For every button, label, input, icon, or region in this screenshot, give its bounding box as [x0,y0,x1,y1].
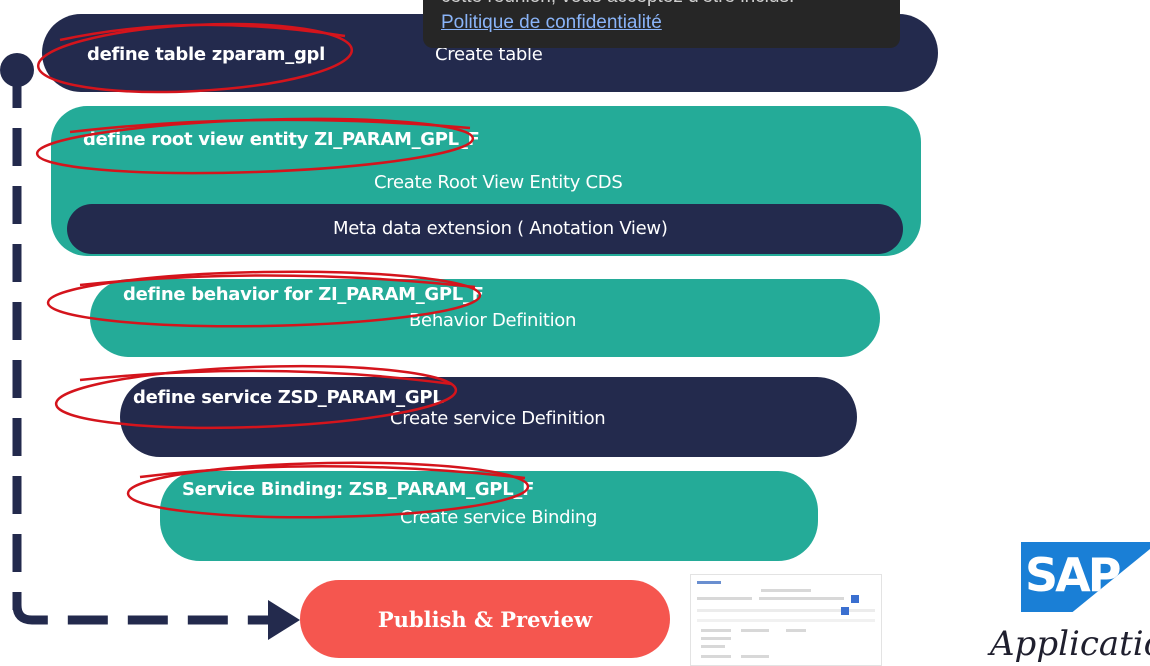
meta-data-extension[interactable]: Meta data extension ( Anotation View) [67,204,903,254]
step-root-view-code: define root view entity ZI_PARAM_GPL_F [83,129,480,150]
step-service-definition-code: define service ZSD_PARAM_GPL [133,387,444,408]
privacy-tooltip: cette réunion, vous acceptez d'être incl… [423,0,900,48]
sap-logo-text: SAP [1025,548,1121,602]
sap-logo: SAP [1021,542,1150,612]
flow-horizontal-line [12,604,275,625]
flow-arrowhead [268,600,300,640]
step-table-label: Create table [435,44,543,65]
step-service-definition[interactable]: define service ZSD_PARAM_GPL Create serv… [120,377,857,457]
step-behavior-label: Behavior Definition [409,310,577,331]
step-table-code: define table zparam_gpl [87,44,325,65]
publish-preview-label: Publish & Preview [377,606,593,632]
application-text: Application [990,624,1150,664]
step-root-view-label: Create Root View Entity CDS [374,172,623,193]
step-service-binding-label: Create service Binding [400,507,598,528]
meta-data-extension-label: Meta data extension ( Anotation View) [333,218,668,239]
tooltip-partial-text: cette réunion, vous acceptez d'être incl… [441,0,794,8]
step-behavior-code: define behavior for ZI_PARAM_GPL_F [123,284,484,305]
step-service-definition-label: Create service Definition [390,408,606,429]
step-behavior[interactable]: define behavior for ZI_PARAM_GPL_F Behav… [90,279,880,357]
flow-arrow [0,53,300,640]
step-service-binding-code: Service Binding: ZSB_PARAM_GPL_F [182,479,535,500]
preview-thumbnail [690,574,882,666]
step-service-binding[interactable]: Service Binding: ZSB_PARAM_GPL_F Create … [160,471,818,561]
step-root-view[interactable]: define root view entity ZI_PARAM_GPL_F C… [51,106,921,256]
publish-preview-button[interactable]: Publish & Preview [300,580,670,658]
privacy-policy-link[interactable]: Politique de confidentialité [441,12,662,33]
